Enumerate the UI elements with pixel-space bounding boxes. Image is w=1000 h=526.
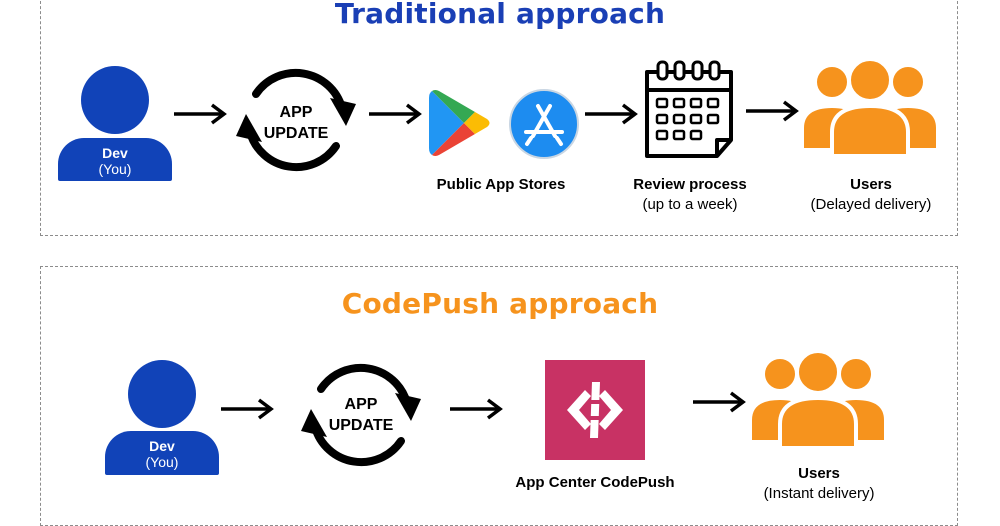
refresh-cycle-icon bbox=[236, 68, 356, 172]
app-update-label: APP UPDATE bbox=[251, 102, 341, 144]
dev-label: Dev bbox=[102, 145, 128, 161]
users-note: (Delayed delivery) bbox=[810, 196, 932, 213]
review-process-label: Review process (up to a week) bbox=[610, 175, 770, 215]
users-title: Users bbox=[798, 465, 840, 482]
refresh-cycle-icon bbox=[301, 363, 421, 467]
calendar-icon bbox=[645, 60, 733, 158]
codepush-service-text: App Center CodePush bbox=[515, 474, 675, 491]
traditional-title: Traditional approach bbox=[334, 0, 666, 30]
dev-note: (You) bbox=[98, 161, 132, 177]
google-play-icon bbox=[429, 90, 490, 156]
public-app-stores-label: Public App Stores bbox=[420, 175, 582, 195]
app-update-label: APP UPDATE bbox=[316, 394, 406, 436]
arrow-right-icon bbox=[585, 103, 638, 125]
arrow-right-icon bbox=[221, 398, 274, 420]
codepush-service-label: App Center CodePush bbox=[490, 473, 700, 493]
app-update-line2: UPDATE bbox=[328, 417, 394, 434]
users-title: Users bbox=[850, 176, 892, 193]
review-title: Review process bbox=[633, 176, 747, 193]
app-update-line2: UPDATE bbox=[263, 125, 329, 142]
app-store-icon bbox=[509, 89, 579, 159]
arrow-right-icon bbox=[693, 391, 746, 413]
dev-label: Dev bbox=[149, 438, 175, 454]
codepush-logo-icon bbox=[545, 360, 645, 460]
codepush-title: CodePush approach bbox=[341, 287, 659, 320]
arrow-right-icon bbox=[369, 103, 422, 125]
arrow-right-icon bbox=[174, 103, 227, 125]
arrow-right-icon bbox=[450, 398, 503, 420]
users-note: (Instant delivery) bbox=[763, 485, 875, 502]
users-group-icon bbox=[800, 57, 940, 158]
users-instant-label: Users (Instant delivery) bbox=[734, 464, 904, 504]
dev-note: (You) bbox=[145, 454, 179, 470]
stores-label-text: Public App Stores bbox=[436, 176, 566, 193]
app-update-line1: APP bbox=[344, 396, 378, 413]
traditional-panel bbox=[40, 0, 958, 236]
users-delayed-label: Users (Delayed delivery) bbox=[786, 175, 956, 215]
users-group-icon bbox=[748, 349, 888, 450]
review-note: (up to a week) bbox=[642, 196, 738, 213]
arrow-right-icon bbox=[746, 100, 799, 122]
app-update-line1: APP bbox=[279, 104, 313, 121]
